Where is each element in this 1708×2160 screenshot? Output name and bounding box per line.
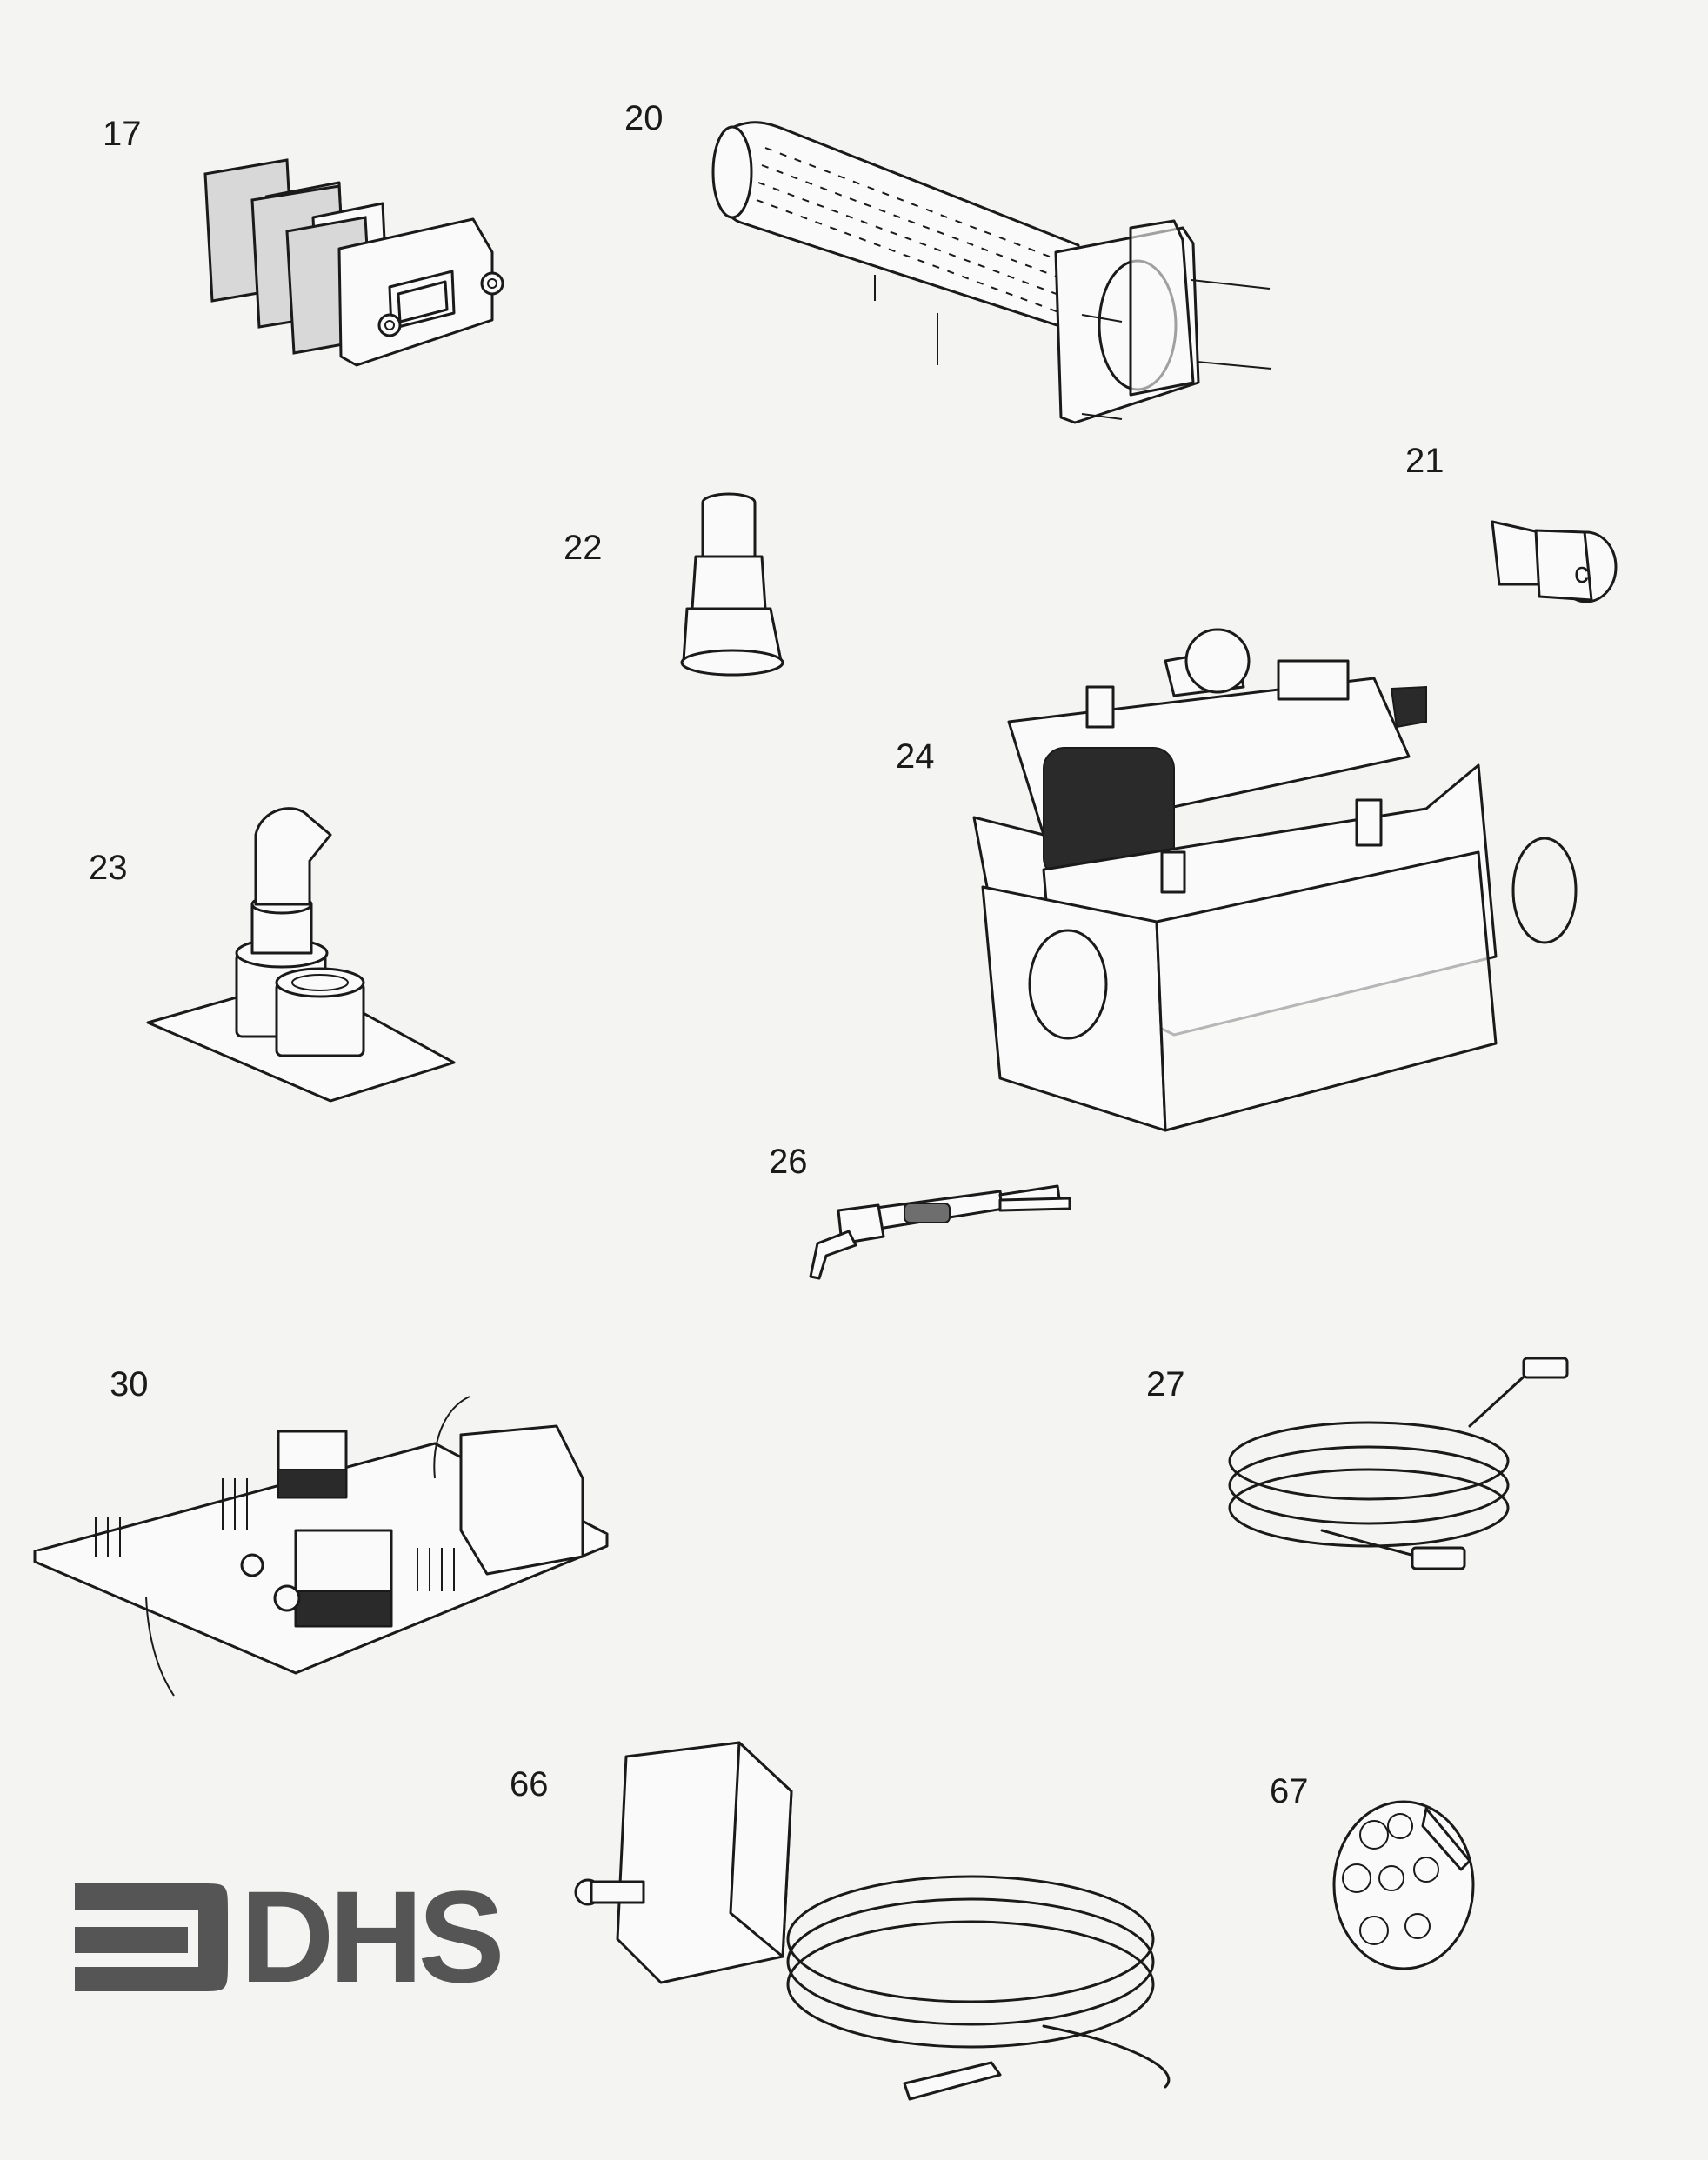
part-label-22: 22 — [564, 529, 603, 567]
part-label-30: 30 — [110, 1365, 149, 1403]
part-66-thermostat — [574, 1741, 1171, 2101]
part-label-20: 20 — [624, 99, 664, 137]
part-17-gasket-kit — [203, 158, 504, 367]
dhs-logo-text: DHS — [240, 1863, 505, 2010]
dhs-logo-mark — [75, 1883, 228, 1991]
part-label-26: 26 — [769, 1143, 808, 1181]
part-26-electrode — [809, 1184, 1071, 1280]
part-23-base-fitting — [146, 807, 456, 1103]
part-24-gas-valve — [972, 628, 1578, 1132]
part-21-plug: c — [1491, 520, 1618, 603]
part-label-27: 27 — [1146, 1365, 1185, 1403]
part-label-67: 67 — [1270, 1772, 1309, 1810]
part-30-control-board — [33, 1396, 609, 1697]
part-67-knob — [1332, 1800, 1475, 1970]
svg-text:c: c — [1574, 557, 1589, 590]
part-label-21: 21 — [1405, 442, 1444, 480]
part-27-coiled-lead — [1228, 1357, 1569, 1570]
part-label-24: 24 — [896, 737, 935, 776]
part-label-23: 23 — [89, 849, 128, 887]
part-label-66: 66 — [510, 1765, 549, 1803]
part-20-burner-tube — [711, 121, 1272, 424]
part-22-sleeve — [680, 492, 784, 677]
part-label-17: 17 — [103, 115, 142, 153]
